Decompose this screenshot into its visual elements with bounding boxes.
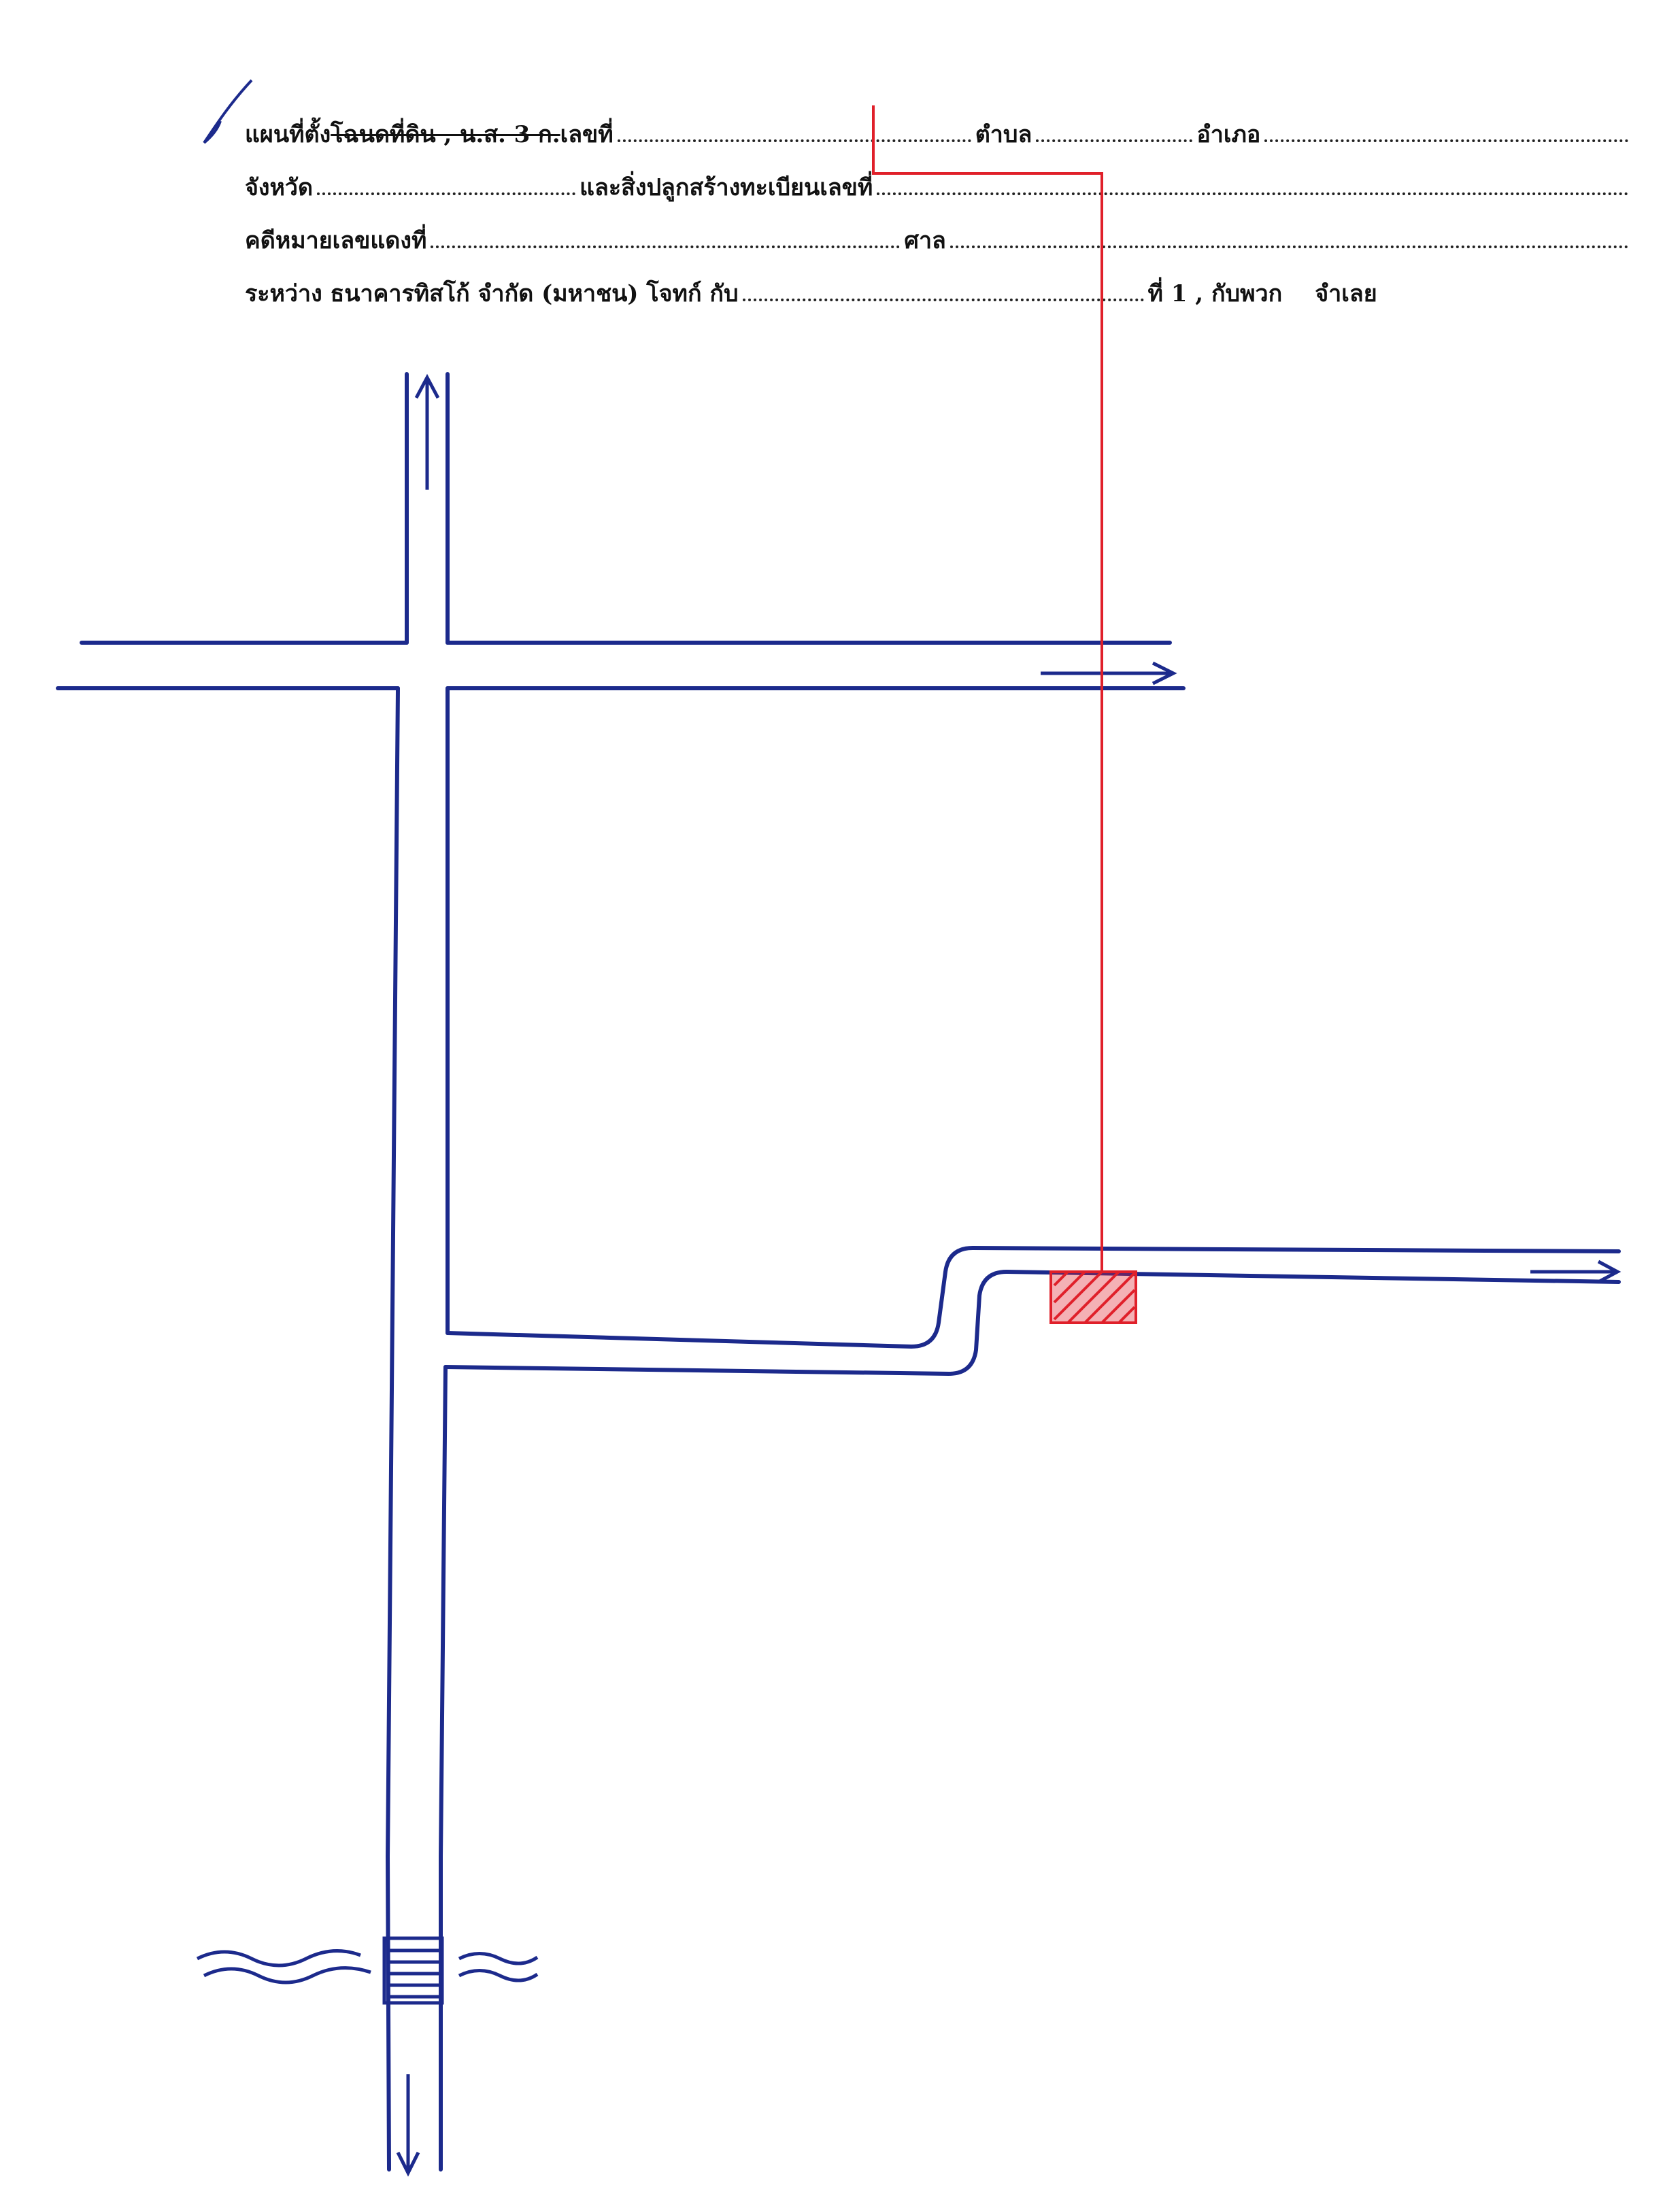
- title-form: แผนที่ตั้ง โฉนดที่ดิน , น.ส. 3 ก. เลขที่…: [245, 116, 1632, 328]
- label-number: เลขที่: [560, 121, 614, 148]
- canal-right-wave: [458, 1952, 539, 1982]
- form-line-1: แผนที่ตั้ง โฉนดที่ดิน , น.ส. 3 ก. เลขที่…: [245, 116, 1632, 169]
- direction-arrows: [396, 373, 1622, 2177]
- soi-road-top-edge: [446, 1246, 1621, 1349]
- form-line-4: ระหว่าง ธนาคารทิสโก้ จำกัด (มหาชน) โจทก์…: [245, 275, 1632, 328]
- vertical-road-lower-right-edge: [439, 1365, 448, 2172]
- arrow-east: [1041, 661, 1177, 686]
- road-network: [56, 372, 1621, 2172]
- property-hatching: [1053, 1270, 1136, 1324]
- number-field[interactable]: [617, 116, 971, 142]
- label-building: และสิ่งปลูกสร้างทะเบียนเลขที่: [579, 174, 873, 201]
- form-line-2: จังหวัด และสิ่งปลูกสร้างทะเบียนเลขที่: [245, 169, 1632, 222]
- bridge-hatching: [386, 1948, 441, 1999]
- soi-road-bottom-edge: [443, 1270, 1621, 1376]
- amphoe-field[interactable]: [1264, 116, 1628, 142]
- canal-crossing: [196, 1936, 539, 2005]
- province-field[interactable]: [317, 169, 576, 195]
- label-map-location: แผนที่ตั้ง: [245, 121, 331, 148]
- tambon-field[interactable]: [1036, 116, 1193, 142]
- form-line-3: คดีหมายเลขแดงที่ ศาล: [245, 222, 1632, 275]
- building-field[interactable]: [877, 169, 1628, 195]
- locator-line: [872, 105, 1103, 1272]
- label-court: ศาล: [904, 227, 946, 254]
- label-case-number: คดีหมายเลขแดงที่: [245, 227, 427, 254]
- label-between: ระหว่าง ธนาคารทิสโก้ จำกัด (มหาชน) โจทก์…: [245, 280, 739, 307]
- canal-left-wave: [196, 1949, 371, 1984]
- case-number-field[interactable]: [431, 222, 901, 248]
- bridge-icon: [382, 1936, 444, 2005]
- vertical-road-main-left-edge: [386, 686, 400, 2172]
- label-defendant-no: ที่ 1 , กับพวก: [1147, 280, 1283, 307]
- arrow-south: [396, 2074, 420, 2177]
- check-mark: [197, 75, 258, 150]
- label-amphoe: อำเภอ: [1196, 121, 1261, 148]
- label-tambon: ตำบล: [975, 121, 1032, 148]
- court-field[interactable]: [950, 222, 1628, 248]
- property-locator: [872, 105, 1137, 1324]
- arrow-north: [414, 373, 440, 490]
- arrow-east-soi: [1530, 1260, 1622, 1284]
- label-deed-struck: โฉนดที่ดิน , น.ส. 3 ก.: [331, 121, 560, 148]
- label-province: จังหวัด: [245, 174, 314, 201]
- label-defendant: จำเลย: [1315, 280, 1377, 307]
- defendant-field[interactable]: [742, 275, 1144, 301]
